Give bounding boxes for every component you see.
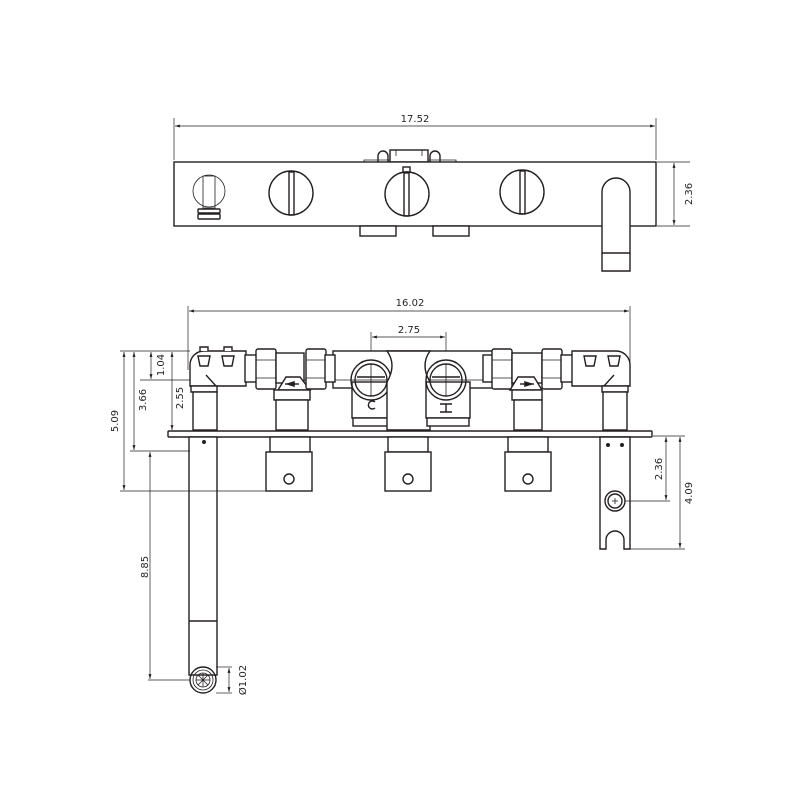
dim-label-spout-outlet-diameter: Ø1.02 (237, 665, 249, 695)
dim-pipe-top-to-centerline: 1.04 (149, 352, 167, 379)
dim-label-top-to-plate-front: 3.66 (138, 389, 149, 411)
hot-symbol (367, 400, 376, 410)
dim-label-bracket-total-length: 4.09 (684, 482, 695, 504)
dim-top-to-handle-bottom: 5.09 (110, 350, 266, 492)
dim-spout-length: 8.85 (140, 452, 190, 681)
dim-label-pipe-top-to-centerline: 1.04 (156, 354, 167, 376)
spout-front (188, 436, 218, 694)
center-port-right (425, 359, 471, 427)
dim-overall-width: 17.52 (173, 114, 657, 160)
dim-bracket-total-length: 4.09 (630, 437, 695, 550)
front-view: 16.02 2.75 (110, 298, 695, 695)
dim-label-valve-body-width: 16.02 (396, 298, 425, 309)
hand-shower-bracket-front (599, 436, 631, 550)
dim-valve-body-width: 16.02 (187, 298, 631, 370)
top-plate (173, 161, 657, 227)
dim-label-plate-height: 2.36 (684, 183, 695, 205)
right-handle (499, 169, 545, 215)
dim-bracket-to-holder-center: 2.36 (625, 435, 685, 502)
dim-spout-outlet-diameter: Ø1.02 (216, 665, 249, 695)
top-view: 17.52 (173, 114, 695, 272)
dim-label-spout-length: 8.85 (140, 556, 151, 578)
center-handle (384, 166, 430, 217)
rear-tab-right (432, 225, 470, 237)
dim-label-bracket-to-holder-center: 2.36 (654, 458, 665, 480)
dim-centerline-to-plate: 2.55 (168, 352, 190, 432)
dim-top-to-plate-front: 3.66 (130, 352, 190, 452)
handle-center-front (384, 436, 432, 492)
dim-label-centerline-to-plate: 2.55 (175, 387, 186, 409)
rear-tab-left (359, 225, 397, 237)
spout-top (601, 177, 631, 272)
dim-label-center-ports-spacing: 2.75 (398, 325, 420, 336)
left-elbow-assembly (189, 346, 336, 431)
dim-label-top-to-handle-bottom: 5.09 (110, 410, 121, 432)
top-mount-bracket (363, 149, 457, 163)
dim-label-overall-width: 17.52 (401, 114, 430, 125)
left-handle (268, 170, 314, 216)
wall-plate-edge (167, 430, 653, 438)
center-block (385, 350, 432, 431)
handle-right-front (504, 436, 552, 492)
handle-left-front (265, 436, 313, 492)
flow-symbol (440, 403, 452, 413)
dim-plate-height: 2.36 (657, 161, 695, 227)
hand-shower-holder-top (192, 174, 226, 220)
right-elbow-assembly (482, 348, 631, 431)
